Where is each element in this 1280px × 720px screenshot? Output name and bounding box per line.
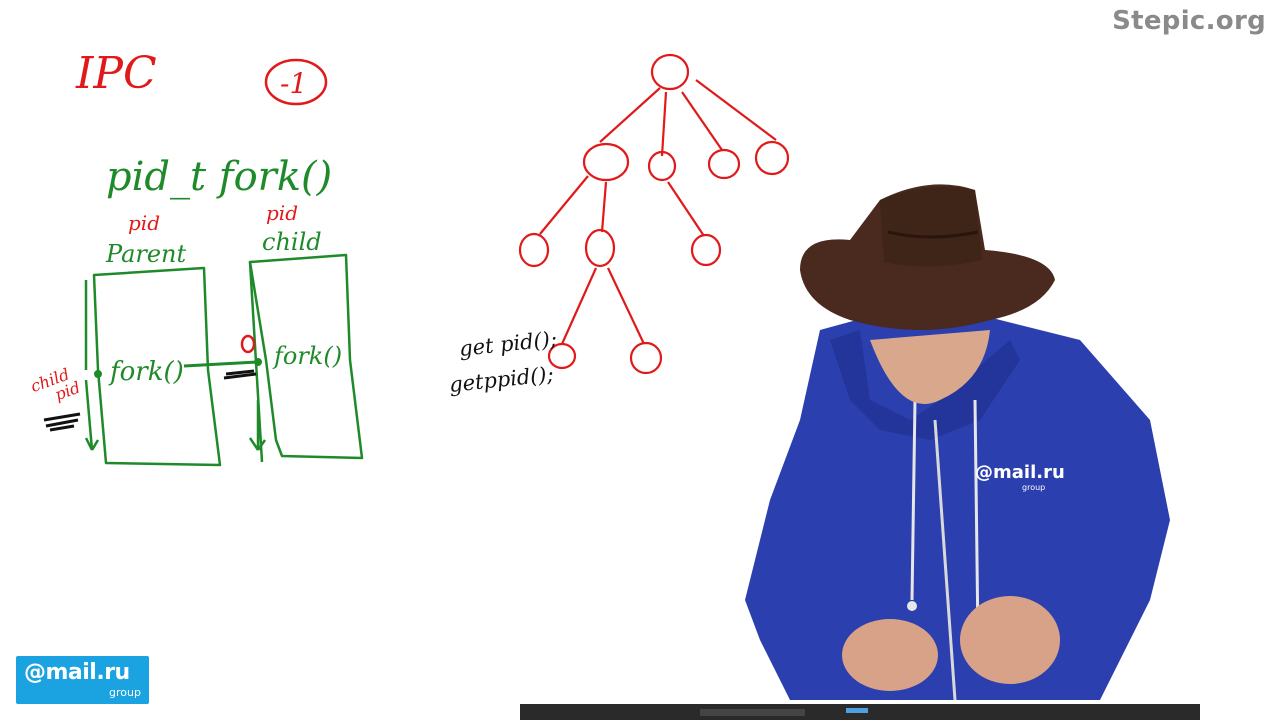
tree-node — [584, 228, 616, 268]
tree-node — [547, 342, 577, 370]
shirt-logo: @mail.ru — [975, 462, 1065, 483]
child-fork-call: fork() — [272, 342, 342, 370]
getpid-note: get pid(); — [458, 327, 558, 361]
error-circle: -1 — [264, 58, 328, 106]
parent-fork-call: fork() — [108, 357, 184, 387]
tree-node — [518, 232, 550, 268]
presenter: @mail.ru group — [520, 184, 1200, 720]
tree-node — [582, 142, 630, 182]
fork-signature: pid_t fork() — [106, 154, 332, 200]
shirt-logo-sub: group — [1022, 483, 1045, 492]
logo-brand: @mail.ru — [24, 660, 130, 685]
getppid-note: getppid(); — [448, 362, 555, 397]
tree-node — [690, 233, 722, 267]
tree-node — [707, 148, 741, 180]
tree-node — [629, 341, 663, 375]
logo-sub: group — [109, 686, 141, 699]
stepic-watermark: Stepic.org — [1112, 6, 1266, 36]
right-hand — [960, 596, 1060, 684]
tree-node — [754, 140, 790, 176]
process-tree — [518, 53, 790, 375]
parent-return-label: child pid — [28, 365, 83, 405]
parent-pid-label: pid — [128, 211, 160, 235]
parent-process-box: fork() — [84, 266, 222, 467]
child-pid-label: pid — [266, 201, 298, 225]
tree-node-root — [650, 53, 690, 91]
cowboy-hat — [800, 184, 1055, 330]
child-process-box: fork() — [248, 253, 364, 463]
parent-label: Parent — [105, 240, 187, 268]
scribble-mark — [43, 412, 81, 432]
tree-node — [647, 150, 677, 182]
child-label: child — [262, 228, 322, 256]
left-hand — [842, 619, 938, 691]
fork-connector — [183, 360, 259, 368]
title-ipc: IPC — [75, 48, 157, 99]
face — [870, 330, 990, 404]
return-error-label: -1 — [280, 67, 307, 100]
child-return-marker — [223, 334, 257, 380]
mailru-group-logo: @mail.ru group — [16, 656, 149, 704]
